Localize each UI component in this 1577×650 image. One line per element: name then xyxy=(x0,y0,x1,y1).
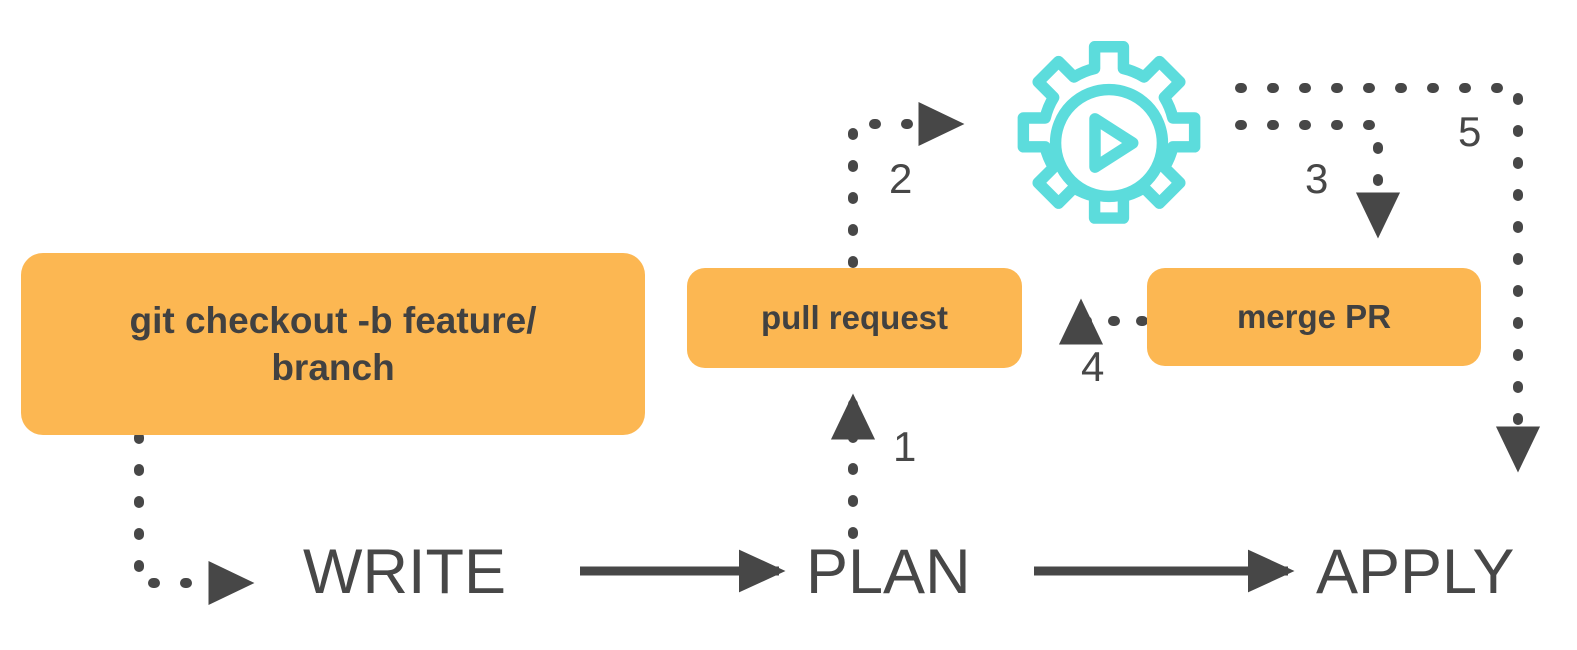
node-git-checkout[interactable]: git checkout -b feature/branch xyxy=(21,253,645,435)
node-pull-request-label: pull request xyxy=(760,298,949,336)
node-merge-pr[interactable]: merge PR xyxy=(1147,268,1481,366)
node-git-checkout-label: git checkout -b feature/branch xyxy=(129,299,537,388)
step-number-1: 1 xyxy=(893,423,917,470)
connector-step-4 xyxy=(1058,298,1148,345)
stage-label-plan: PLAN xyxy=(806,537,971,607)
gear-play-icon xyxy=(1003,37,1215,249)
step-number-2: 2 xyxy=(889,155,913,202)
stage-label-apply: APPLY xyxy=(1316,537,1515,607)
step-number-4: 4 xyxy=(1081,343,1105,390)
connector-step-5 xyxy=(1235,83,1541,473)
node-pull-request[interactable]: pull request xyxy=(687,268,1022,368)
connector-checkout-to-write xyxy=(134,432,255,606)
step-number-3: 3 xyxy=(1305,155,1329,202)
step-number-5: 5 xyxy=(1458,108,1482,155)
stage-label-write: WRITE xyxy=(303,537,506,607)
node-merge-pr-label: merge PR xyxy=(1236,297,1392,335)
